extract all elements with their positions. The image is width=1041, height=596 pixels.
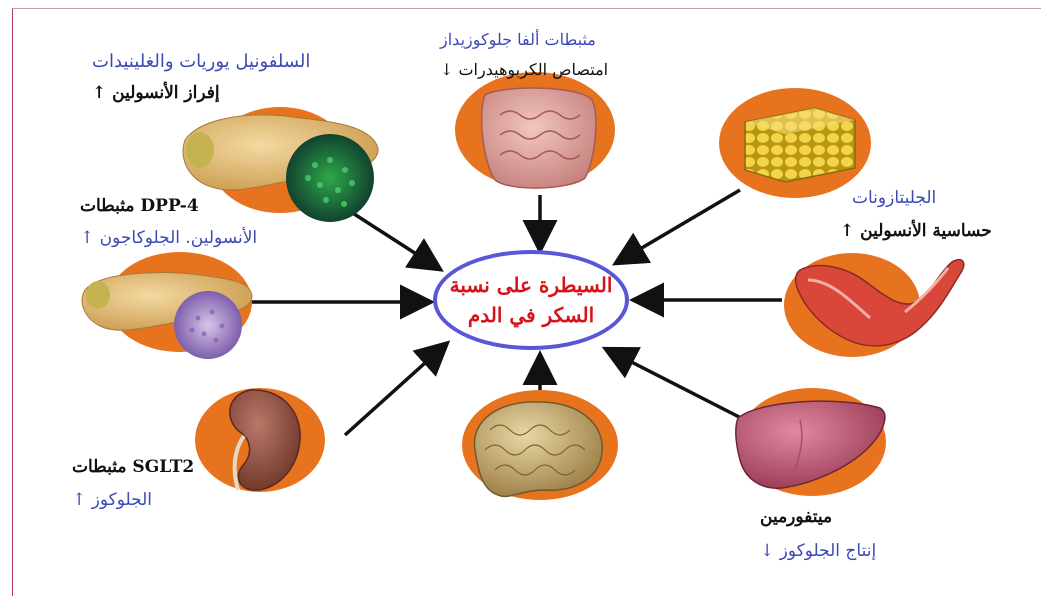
pancreas-islet-beta-illustration (183, 107, 378, 222)
sulfonylurea-title: السلفونيل يوريات والغلينيدات (92, 52, 310, 72)
arrow-sglt2 (345, 345, 445, 435)
brain-illustration (462, 390, 618, 500)
dpp4-effect: الأنسولين. الجلوكاجون ↑ (80, 228, 257, 248)
sglt2-title: SGLT2 مثبطات (72, 457, 194, 477)
center-blood-sugar-control: السيطرة على نسبة السكر في الدم (433, 250, 629, 350)
sulfonylurea-effect: إفراز الأنسولين ↑ (92, 83, 220, 103)
intestines-illustration (455, 72, 615, 188)
alpha-glucosidase-title: مثبطات ألفا جلوكوزيداز (440, 30, 596, 50)
arrow-glitazones-fat (618, 190, 740, 262)
arrow-metformin (608, 350, 745, 420)
metformin-effect: إنتاج الجلوكوز ↓ (760, 541, 876, 561)
glitazones-effect: حساسية الأنسولين ↑ (840, 221, 992, 241)
muscle-arm-illustration (784, 253, 964, 357)
metformin-title: ميتفورمين (760, 507, 832, 527)
adipose-tissue-illustration (719, 88, 871, 198)
center-title-line1: السيطرة على نسبة (450, 270, 613, 300)
dpp4-title: DPP-4 مثبطات (80, 196, 199, 216)
liver-illustration (736, 388, 886, 496)
pancreas-alpha-cells-illustration (82, 252, 252, 359)
alpha-glucosidase-effect: امتصاص الكربوهيدرات ↓ (440, 60, 608, 80)
kidney-illustration (195, 388, 325, 492)
center-title-line2: السكر في الدم (468, 300, 594, 330)
arrow-sulfonylurea (348, 210, 438, 268)
sglt2-effect: الجلوكوز ↑ (72, 490, 152, 510)
glitazones-title: الجليتازونات (852, 188, 936, 208)
